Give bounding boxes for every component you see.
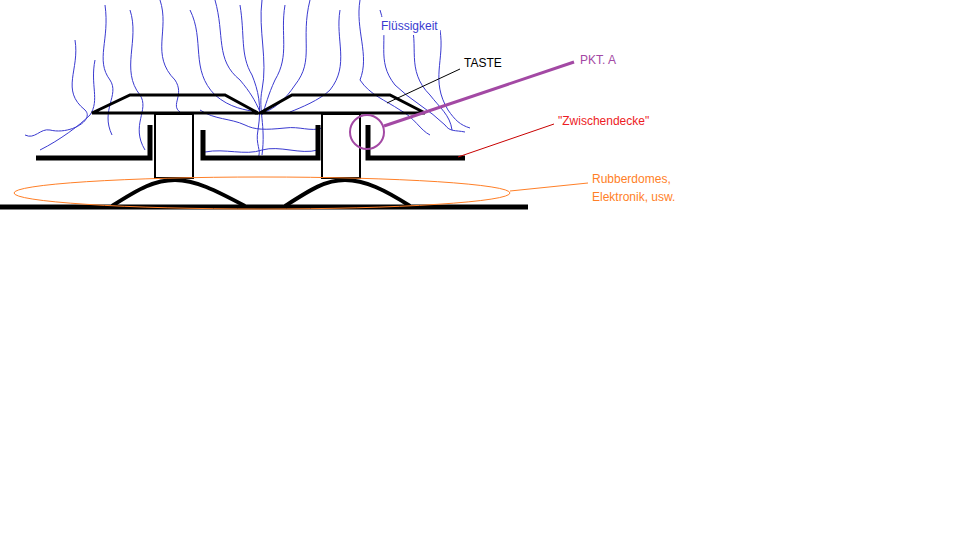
part-label: Rubberdomes, Elektronik, usw.	[590, 170, 712, 206]
part-label: TASTE	[462, 54, 504, 72]
intermediate-deck	[36, 125, 465, 158]
point-label: PKT. A	[578, 51, 618, 69]
point-a-marker	[350, 115, 384, 149]
electronics-region	[14, 177, 510, 209]
part-label: "Zwischendecke"	[556, 112, 651, 130]
liquid-streams	[25, 0, 470, 158]
leader-line	[387, 69, 460, 103]
liquid-label: Flüssigkeit	[379, 17, 440, 35]
leader-line	[458, 124, 554, 157]
rubber-domes	[112, 180, 410, 206]
key-stems	[155, 114, 360, 178]
leader-line	[510, 183, 588, 191]
keycaps	[92, 95, 425, 113]
